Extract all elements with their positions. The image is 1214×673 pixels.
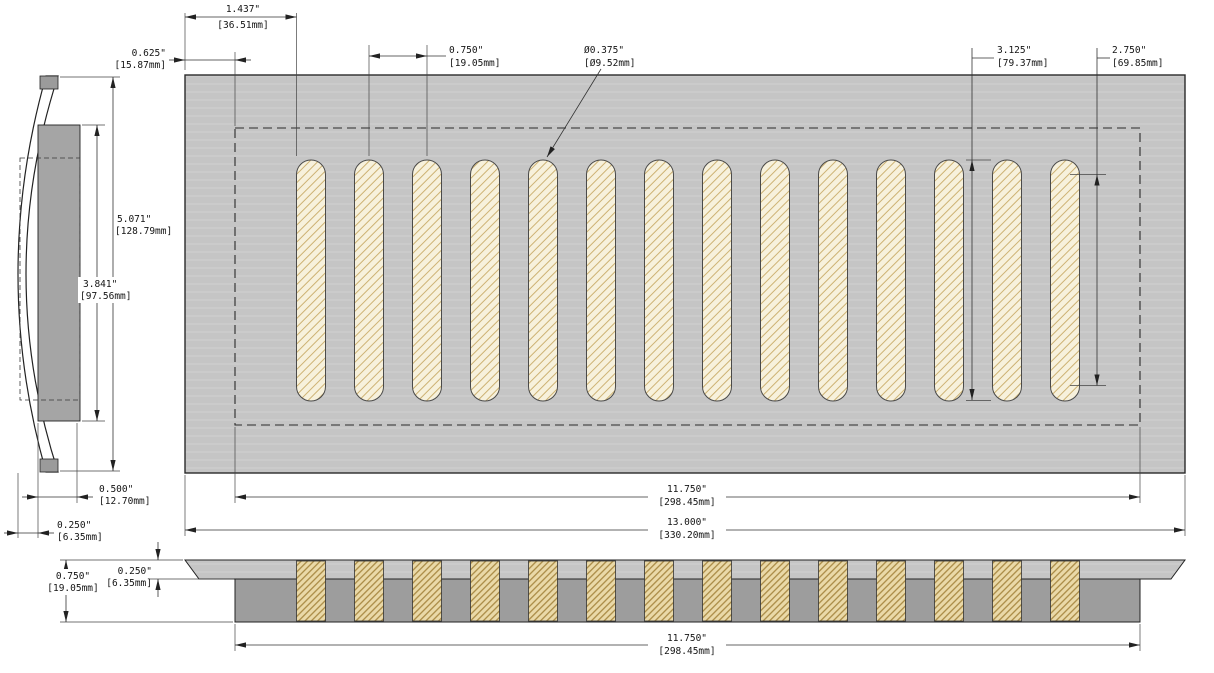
dim-duct-width: 11.750" [298.45mm] <box>234 624 1141 657</box>
dim-text-in: 0.250" <box>118 566 152 577</box>
dim-face-height <box>60 76 120 472</box>
dim-edge-margin: 0.625" [15.87mm] <box>115 48 251 126</box>
dim-text-in: 5.071" <box>117 214 151 225</box>
dim-text-mm: [128.79mm] <box>115 226 172 237</box>
dim-text-mm: [19.05mm] <box>449 58 500 69</box>
dim-lip-offset: 0.250" [6.35mm] <box>4 473 103 543</box>
slot-section-array <box>296 560 1080 622</box>
dim-text-mm: [97.56mm] <box>80 291 131 302</box>
vent-slot-section <box>934 560 964 622</box>
vent-slot-section <box>586 560 616 622</box>
vent-slot <box>528 159 558 402</box>
dim-text-in: 11.750" <box>667 633 707 644</box>
vent-slot-section <box>470 560 500 622</box>
dim-text-mm: [79.37mm] <box>997 58 1048 69</box>
dim-text-mm: [298.45mm] <box>658 646 715 657</box>
dim-text-in: 13.000" <box>667 517 707 528</box>
dim-text-in: 1.437" <box>226 4 260 15</box>
vent-slot <box>470 159 500 402</box>
dim-text-in: 3.125" <box>997 45 1031 56</box>
vent-slot <box>296 159 326 402</box>
dim-text-mm: [69.85mm] <box>1112 58 1163 69</box>
dim-face-height-text: 5.071" [128.79mm] <box>114 212 180 238</box>
dim-text-in: 0.500" <box>99 484 133 495</box>
vent-slot-section <box>644 560 674 622</box>
dim-text-mm: [330.20mm] <box>658 530 715 541</box>
dim-slot-diameter: Ø0.375" [Ø9.52mm] <box>546 45 635 158</box>
dim-slot-pitch: 0.750" [19.05mm] <box>368 45 500 156</box>
dim-text-mm: [6.35mm] <box>106 578 152 589</box>
dim-text-mm: [12.70mm] <box>99 496 150 507</box>
dim-text-mm: [6.35mm] <box>57 532 103 543</box>
dim-drop-depth: 0.500" [12.70mm] <box>22 423 150 538</box>
front-view <box>184 559 1186 623</box>
dim-opening-width: 11.750" [298.45mm] <box>234 427 1141 508</box>
vent-slot-section <box>354 560 384 622</box>
text-backing <box>42 569 104 595</box>
vent-slot-section <box>760 560 790 622</box>
vent-slot <box>1050 159 1080 402</box>
vent-slot <box>818 159 848 402</box>
dim-slot-offset: 1.437" [36.51mm] <box>184 4 297 156</box>
vent-slot-section <box>412 560 442 622</box>
damper-box-profile <box>37 124 81 422</box>
dim-slot-length: 3.125" [79.37mm] <box>966 45 1048 401</box>
dim-opening-height <box>82 124 105 422</box>
vent-slot <box>992 159 1022 402</box>
faceplate-edge-profile <box>184 559 1186 580</box>
vent-slot-section <box>1050 560 1080 622</box>
vent-slot-section <box>818 560 848 622</box>
vent-slot <box>702 159 732 402</box>
vent-slot <box>412 159 442 402</box>
dim-text-in: 0.625" <box>132 48 166 59</box>
dim-slot-straight: 2.750" [69.85mm] <box>1070 45 1163 386</box>
side-view <box>17 75 81 473</box>
dim-face-thickness: 0.250" [6.35mm] <box>106 542 234 597</box>
vent-slot <box>354 159 384 402</box>
top-end-cap <box>39 75 59 90</box>
dim-text-in: 0.250" <box>57 520 91 531</box>
vent-slot <box>760 159 790 402</box>
vent-slot <box>934 159 964 402</box>
vent-slot-section <box>528 560 558 622</box>
vent-slot-section <box>702 560 732 622</box>
vent-slot <box>644 159 674 402</box>
duct-opening-hidden-line <box>234 127 1141 426</box>
slot-array <box>296 159 1080 402</box>
vent-slot-section <box>296 560 326 622</box>
bottom-end-cap <box>39 458 59 473</box>
dim-text-in: 11.750" <box>667 484 707 495</box>
dim-profile-height: 0.750" [19.05mm] <box>42 559 233 623</box>
dim-text-mm: [19.05mm] <box>47 583 98 594</box>
dim-text-mm: [Ø9.52mm] <box>584 58 635 69</box>
dim-overall-width: 13.000" [330.20mm] <box>184 475 1186 541</box>
dim-text-mm: [15.87mm] <box>115 60 166 71</box>
vent-slot-section <box>992 560 1022 622</box>
vent-slot <box>876 159 906 402</box>
dim-text-in: 2.750" <box>1112 45 1146 56</box>
dim-text-in: 0.750" <box>56 571 90 582</box>
leader-line <box>546 68 602 158</box>
dim-text-mm: [36.51mm] <box>217 20 268 31</box>
text-backing <box>78 277 142 303</box>
dim-text-in: Ø0.375" <box>584 45 624 56</box>
dimension-annotations: 1.437" [36.51mm] 0.625" [15.87mm] 0.750"… <box>4 4 1186 657</box>
dim-opening-height-text: 3.841" [97.56mm] <box>78 277 142 303</box>
dim-text-in: 0.750" <box>449 45 483 56</box>
vent-slot <box>586 159 616 402</box>
top-view <box>184 74 1186 474</box>
dim-text-in: 3.841" <box>83 279 117 290</box>
duct-drop-profile <box>234 578 1141 623</box>
vent-faceplate <box>184 74 1186 474</box>
vent-slot-section <box>876 560 906 622</box>
text-backing <box>114 212 180 238</box>
dim-text-mm: [298.45mm] <box>658 497 715 508</box>
